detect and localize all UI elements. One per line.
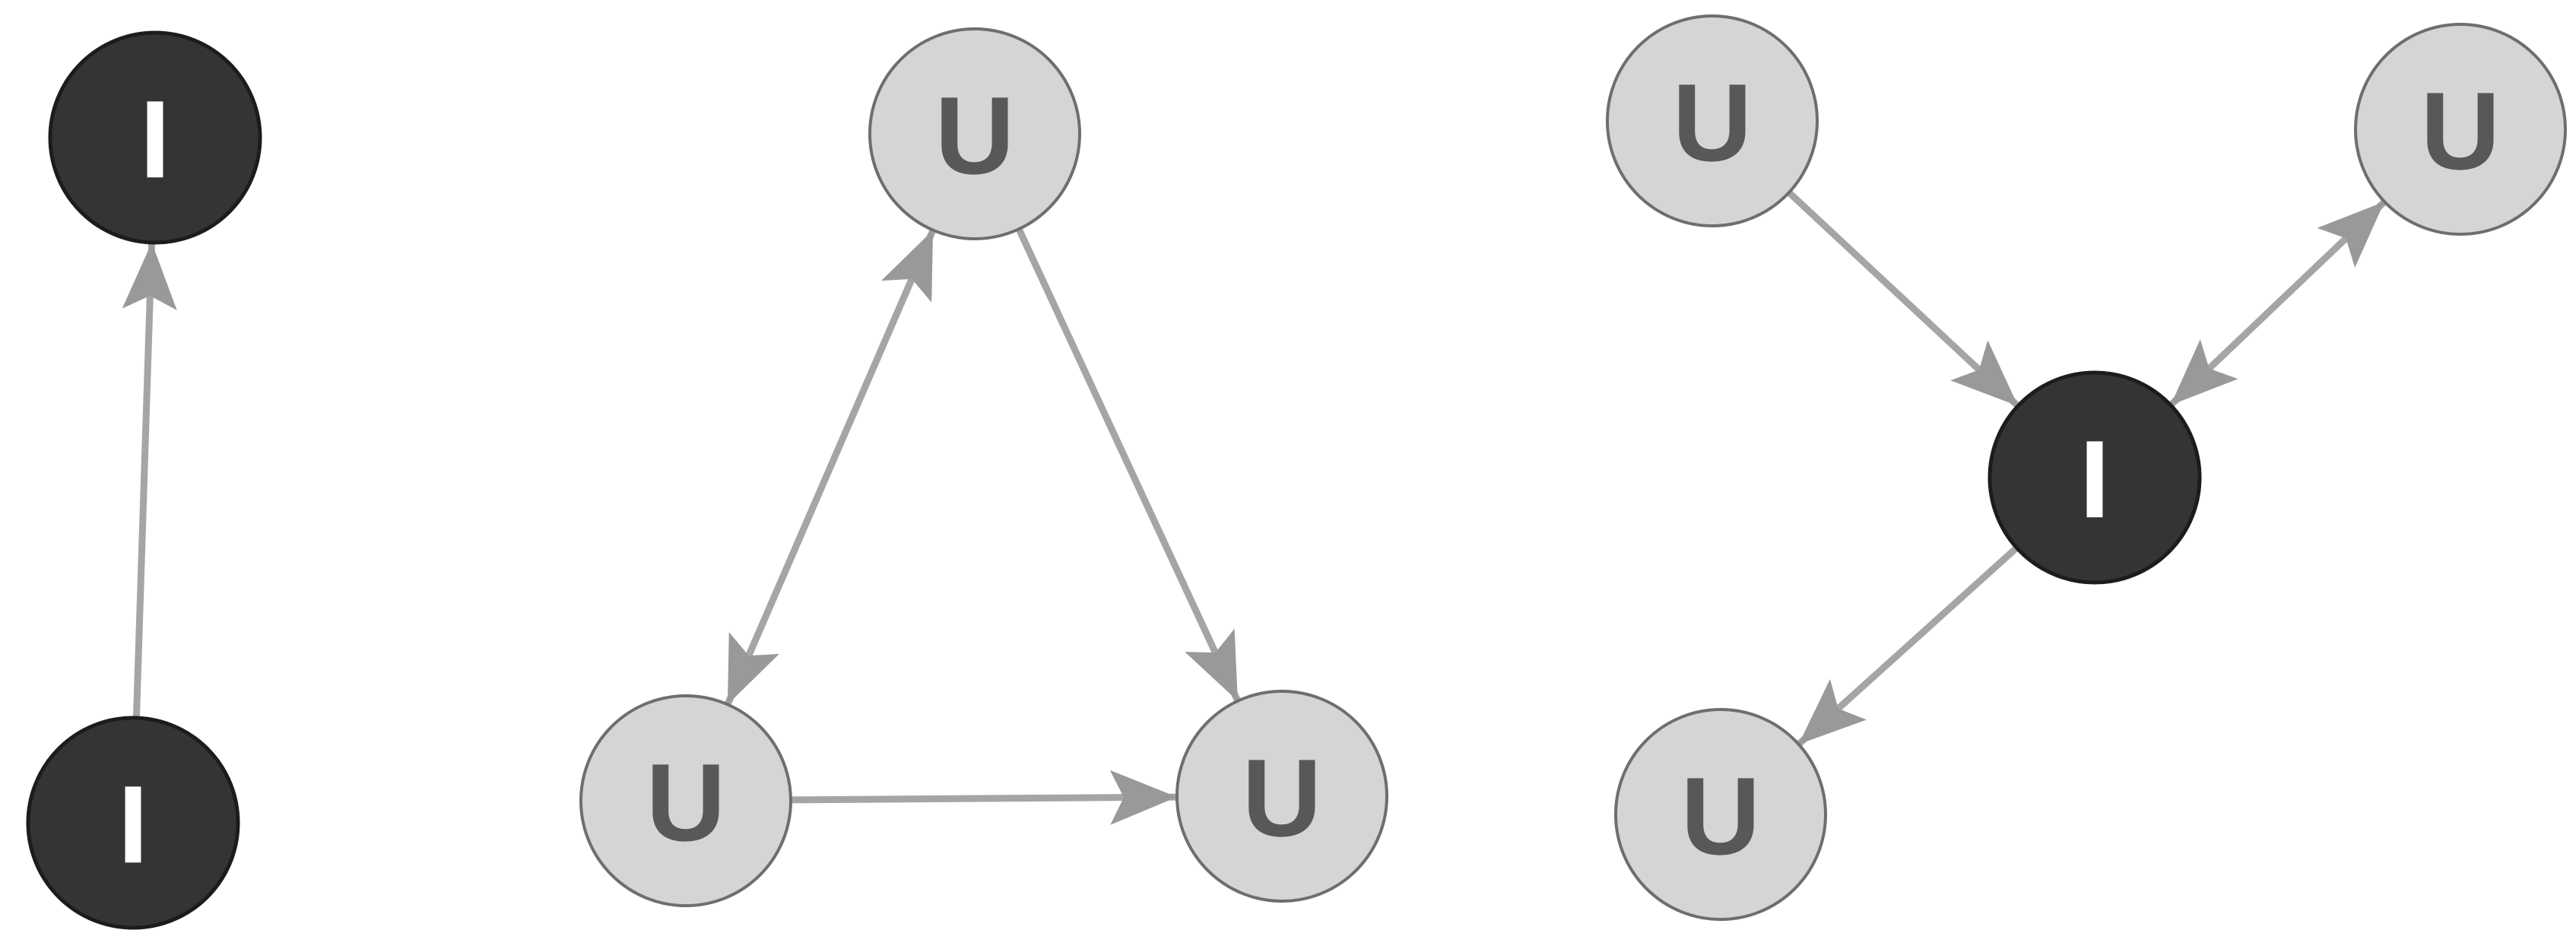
graph-edge [1016, 227, 1241, 703]
arrowhead-icon [2170, 339, 2238, 405]
arrowhead-icon [1109, 770, 1177, 825]
graph-node-user-bottom-right [1175, 690, 1388, 903]
graph-node-user-top-right [2354, 23, 2567, 236]
graph-node-label: U [1681, 754, 1761, 878]
arrowhead-icon [122, 242, 177, 310]
arrowhead-icon [1950, 340, 2019, 406]
graph-node-user-top [868, 27, 1081, 240]
graph-node-label: U [1242, 736, 1322, 859]
graph-node-user-bottom-left [579, 694, 792, 907]
right-user-item-star-graph: U U I U [1606, 14, 2567, 921]
graph-node-label: I [2080, 417, 2110, 541]
graph-node-item-bottom [26, 716, 240, 930]
graph-node-user-top-left [1606, 14, 1819, 227]
graph-node-label: U [2421, 69, 2501, 192]
graph-edge [724, 228, 937, 706]
graph-node-label: I [140, 78, 170, 201]
graph-node-label: U [935, 74, 1015, 197]
graph-edge [132, 242, 156, 719]
graph-node-label: U [646, 741, 726, 864]
arrowhead-icon [881, 230, 934, 303]
graph-node-label: I [118, 763, 148, 886]
arrowhead-icon [2317, 202, 2385, 268]
middle-user-triangle-graph: U U U [579, 27, 1388, 907]
left-item-item-graph: II [26, 30, 262, 930]
graph-edge [790, 793, 1178, 804]
graph-node-label: U [1673, 61, 1753, 184]
arrowhead-icon [1798, 679, 1867, 744]
graph-node-item-center [1988, 370, 2202, 585]
arrowhead-icon [1185, 628, 1238, 701]
graph-node-user-bottom-left [1614, 708, 1827, 921]
graph-node-item-top [48, 30, 262, 245]
arrowhead-icon [727, 632, 779, 705]
